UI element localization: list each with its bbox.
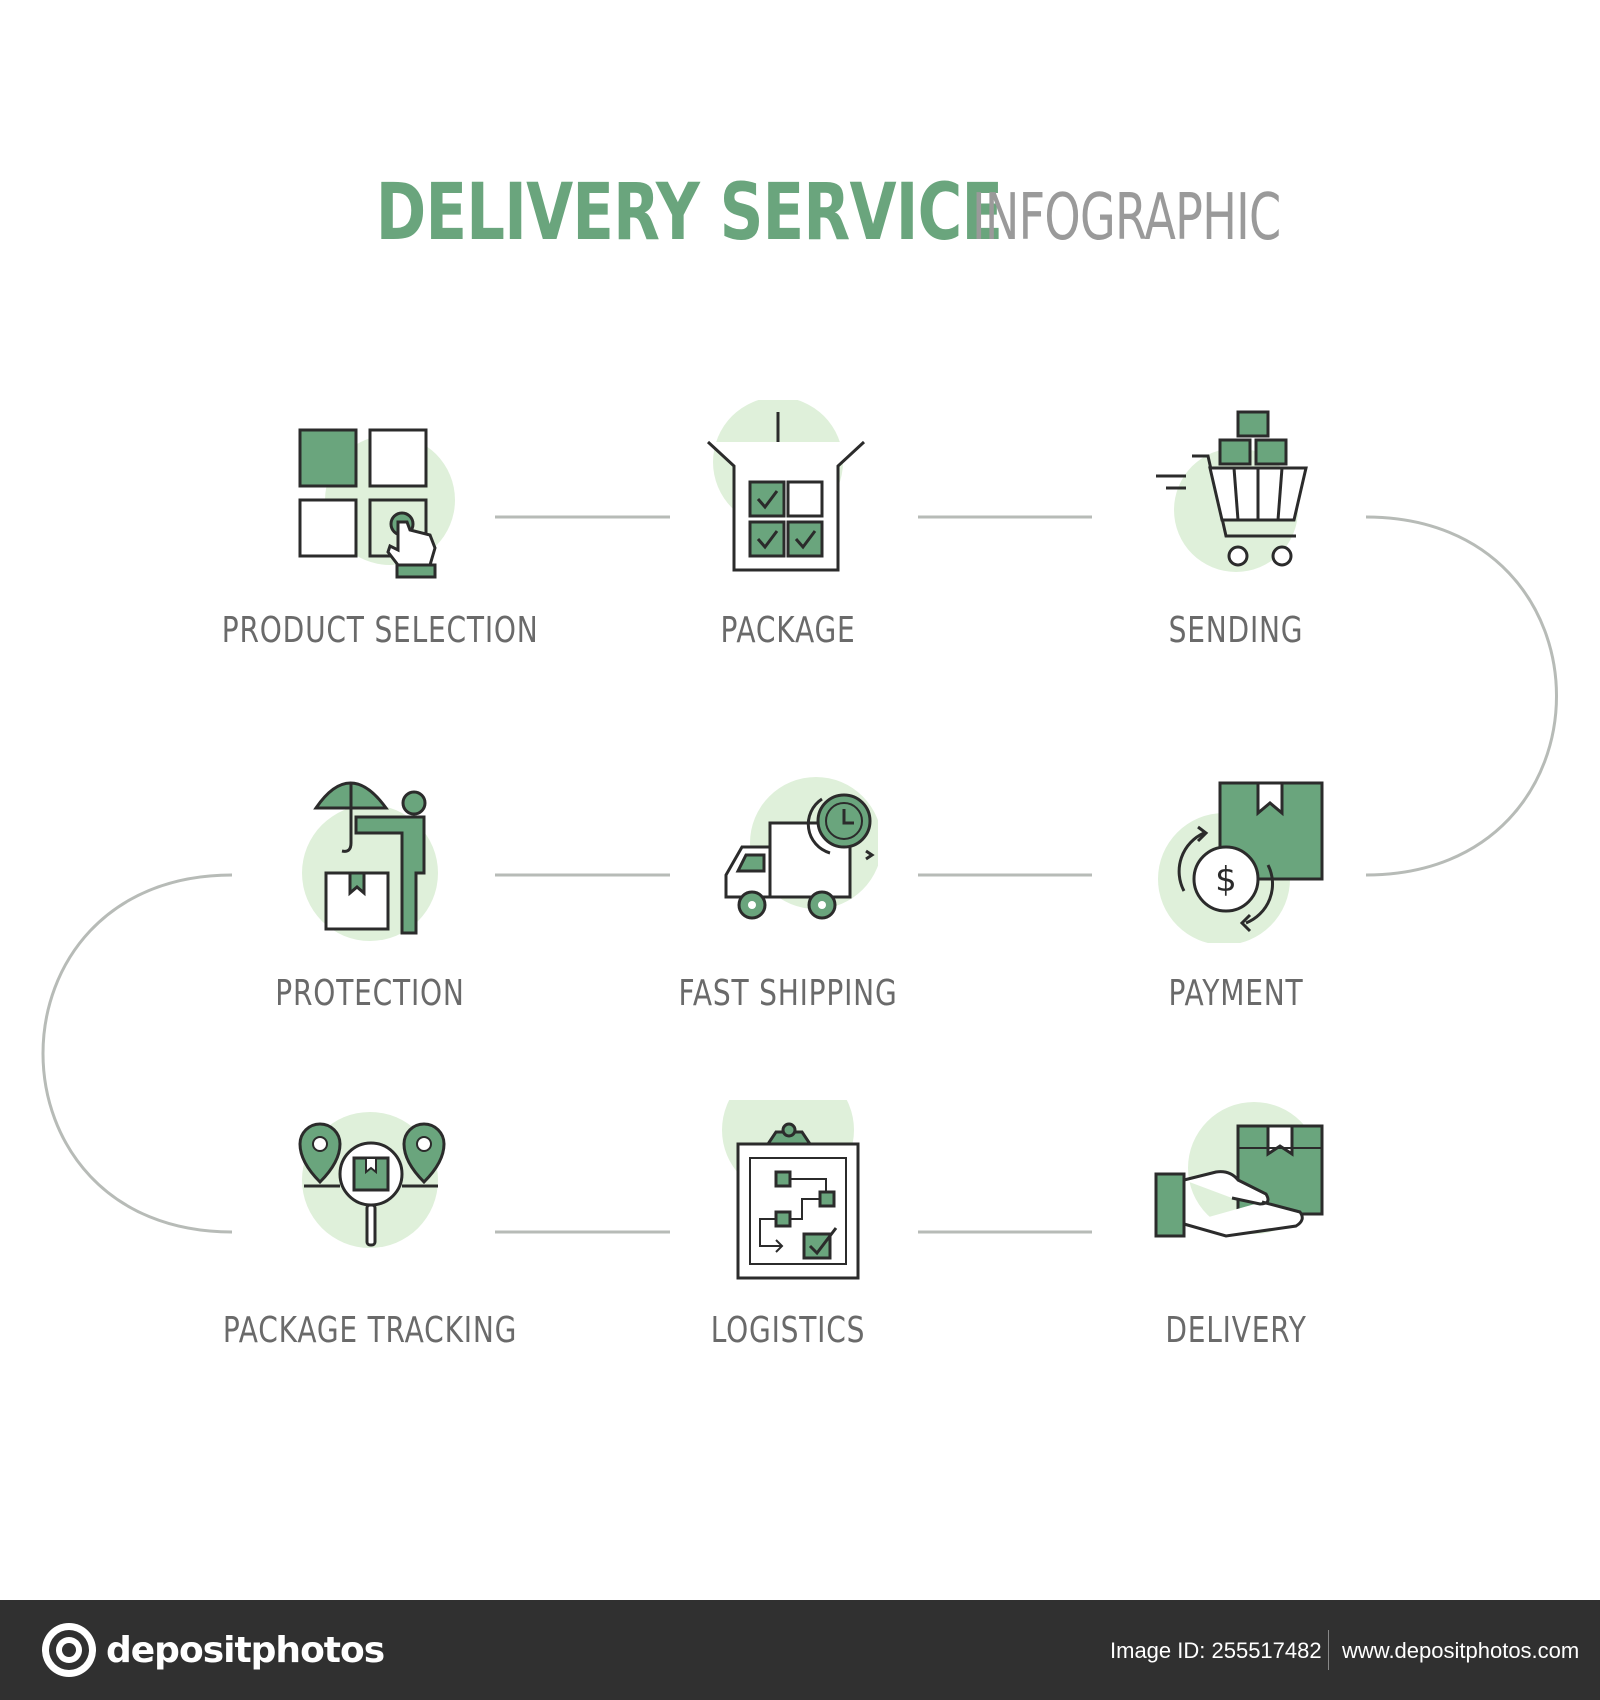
step-label: PRODUCT SELECTION	[221, 610, 539, 651]
flow-connectors	[41, 515, 1558, 1234]
footer-divider	[1328, 1630, 1329, 1670]
umbrella-protection-icon	[302, 781, 438, 941]
shopping-cart-icon	[1156, 410, 1308, 572]
step-label: DELIVERY	[1165, 1310, 1307, 1351]
site-url-link[interactable]: www.depositphotos.com	[1342, 1638, 1580, 1663]
connector-3-4-curve	[1365, 515, 1558, 877]
step-delivery: DELIVERY	[1046, 1100, 1406, 1420]
stock-footer-bar: depositphotos Image ID: 255517482 www.de…	[0, 1600, 1600, 1700]
camera-logo-icon	[42, 1623, 96, 1677]
step-label: LOGISTICS	[710, 1310, 866, 1351]
step-label: SENDING	[1168, 610, 1304, 651]
hand-delivery-icon	[1154, 1102, 1324, 1238]
svg-text:$: $	[1215, 860, 1237, 900]
step-label: PROTECTION	[275, 973, 465, 1014]
product-selection-icon	[298, 428, 455, 579]
connector-6-7-curve	[41, 873, 233, 1234]
step-sending: SENDING	[1046, 400, 1406, 720]
brand-name: depositphotos	[106, 1629, 385, 1671]
step-package: PACKAGE	[598, 400, 958, 720]
brand-logo[interactable]: depositphotos	[40, 1620, 385, 1680]
infographic-canvas: DELIVERY SERVICE INFOGRAPHIC PRODUCT SEL…	[0, 168, 1600, 1420]
logistics-clipboard-icon	[722, 1100, 860, 1280]
step-protection: PROTECTION	[180, 763, 540, 1083]
title-main: DELIVERY SERVICE	[375, 168, 1003, 258]
step-payment: $ PAYMENT	[1046, 763, 1406, 1083]
package-tracking-icon	[298, 1112, 446, 1248]
step-label: PAYMENT	[1168, 973, 1304, 1014]
payment-icon: $	[1158, 781, 1324, 943]
step-label: PACKAGE TRACKING	[222, 1310, 518, 1351]
title-sub: INFOGRAPHIC	[972, 181, 1281, 255]
delivery-truck-icon	[724, 777, 878, 920]
step-product-selection: PRODUCT SELECTION	[180, 400, 540, 720]
step-label: PACKAGE	[720, 610, 856, 651]
step-label: FAST SHIPPING	[678, 973, 898, 1014]
infographic-title: DELIVERY SERVICE INFOGRAPHIC	[0, 168, 1600, 278]
image-id-text: Image ID: 255517482	[1110, 1638, 1322, 1663]
step-fast-shipping: FAST SHIPPING	[598, 763, 958, 1083]
step-logistics: LOGISTICS	[598, 1100, 958, 1420]
step-package-tracking: PACKAGE TRACKING	[180, 1100, 540, 1420]
package-box-icon	[706, 400, 866, 572]
